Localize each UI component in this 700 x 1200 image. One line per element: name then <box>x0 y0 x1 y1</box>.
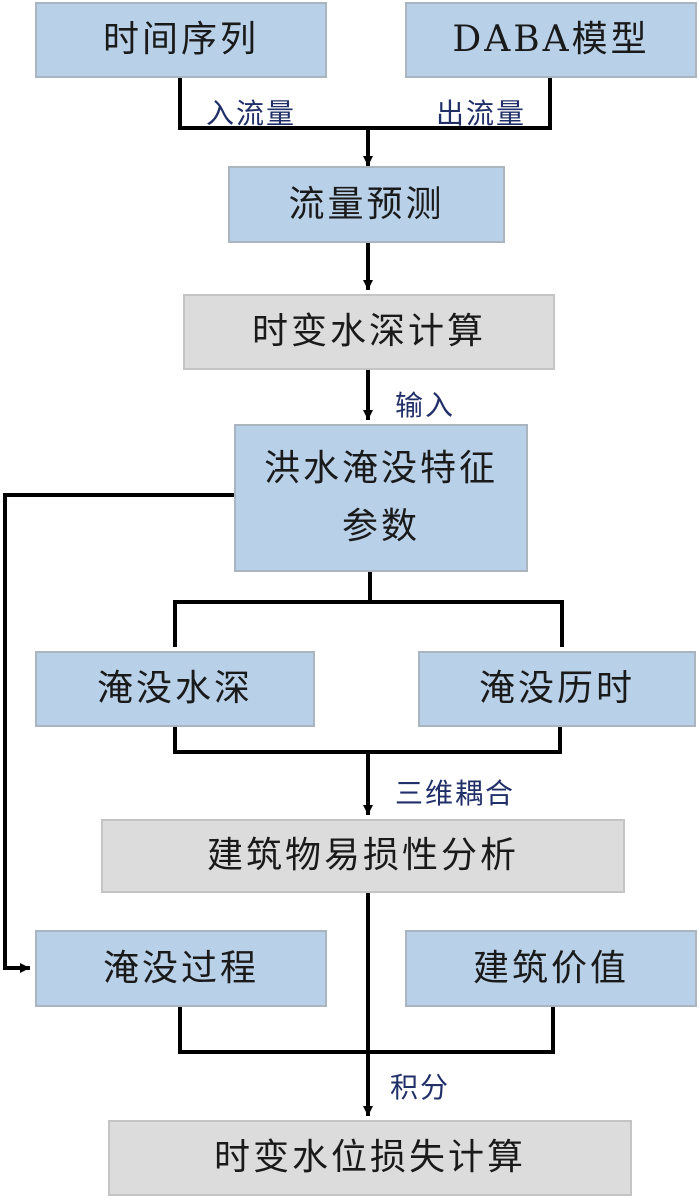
time-series-box: 时间序列 <box>35 2 327 78</box>
coupling-label: 三维耦合 <box>395 777 516 810</box>
connector-depth-duration-merge <box>173 725 562 754</box>
loss-calc-box: 时变水位损失计算 <box>108 1120 632 1196</box>
connector-params-split-right <box>368 600 564 647</box>
connector-top-merge <box>178 76 552 130</box>
connector-params-to-process <box>3 493 236 973</box>
connector-params-split <box>173 570 372 647</box>
inflow-label: 入流量 <box>206 97 297 130</box>
inundation-process-box: 淹没过程 <box>35 930 327 1007</box>
daba-model-box: DABA模型 <box>405 2 697 78</box>
flood-params-box: 洪水淹没特征参数 <box>234 424 528 572</box>
vulnerability-box: 建筑物易损性分析 <box>101 819 625 893</box>
depth-calc-box: 时变水深计算 <box>183 294 555 370</box>
integral-label: 积分 <box>390 1071 451 1104</box>
building-value-box: 建筑价值 <box>405 930 697 1007</box>
outflow-label: 出流量 <box>436 97 527 130</box>
flow-forecast-box: 流量预测 <box>228 166 505 243</box>
input-label: 输入 <box>395 389 456 422</box>
inundation-depth-box: 淹没水深 <box>35 651 315 727</box>
inundation-duration-box: 淹没历时 <box>418 651 696 727</box>
